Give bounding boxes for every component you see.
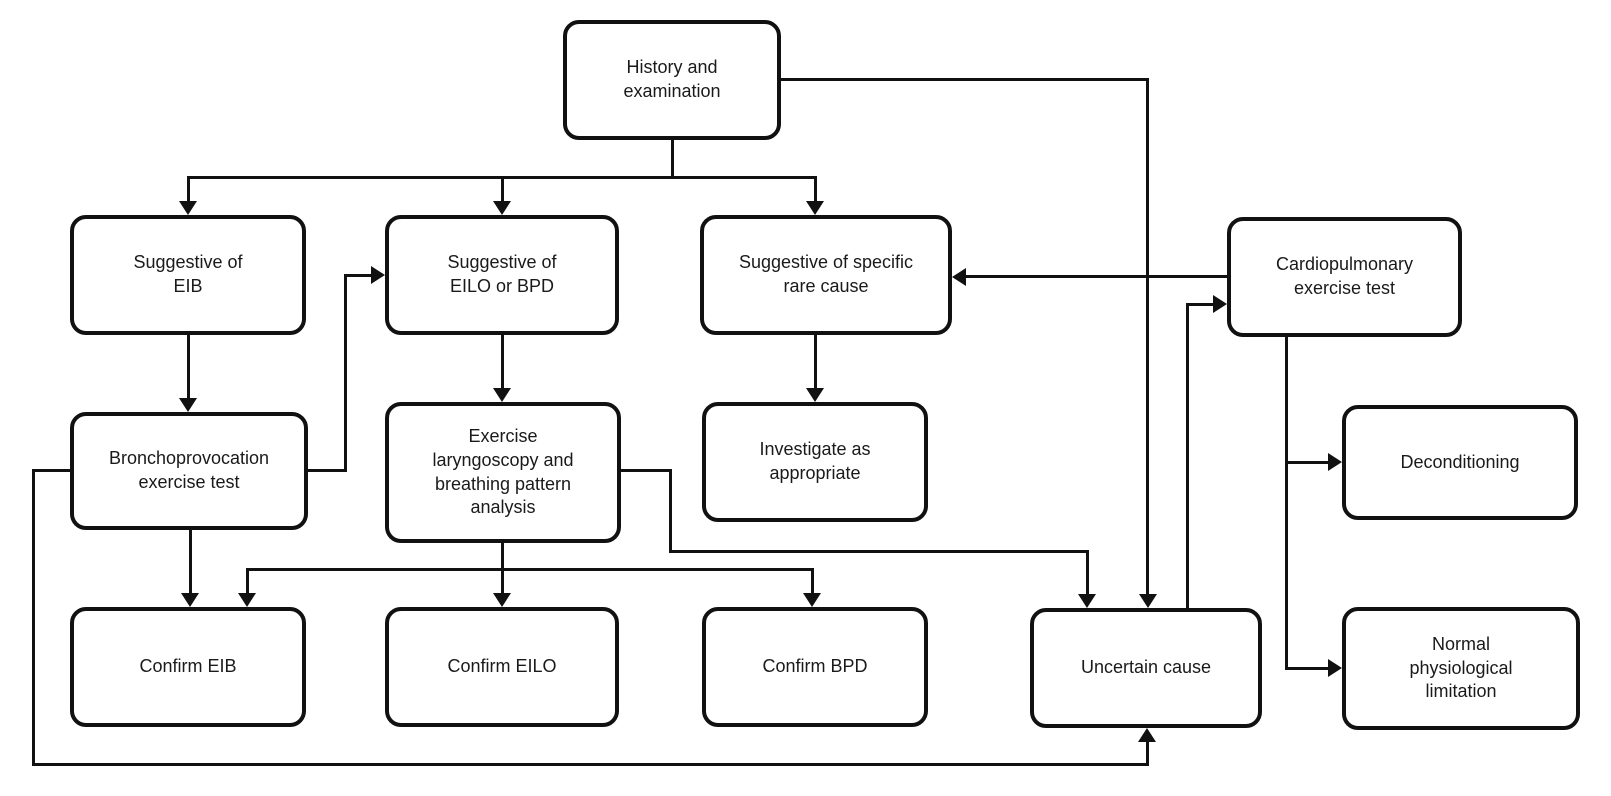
edge-laryngo-right-horizontal xyxy=(621,469,672,472)
node-confirm-eib: Confirm EIB xyxy=(70,607,306,727)
node-suggestive-of-eib: Suggestive of EIB xyxy=(70,215,306,335)
arrowhead-branch-into-confirm-eib xyxy=(238,593,256,607)
edge-laryngo-elbow-vertical xyxy=(669,469,672,553)
edge-history-branch-stub xyxy=(671,140,674,179)
edge-broncho-left-horizontal xyxy=(33,469,72,472)
edge-bottom-feedback-vertical-left xyxy=(32,469,35,766)
edge-bottom-feedback-horizontal xyxy=(32,763,1149,766)
arrowhead-into-sug-eilo-left xyxy=(371,266,385,284)
arrowhead-into-cardio-left xyxy=(1213,295,1227,313)
edge-broncho-feedback-vertical xyxy=(344,275,347,472)
edge-cardio-to-decond-horizontal xyxy=(1285,461,1330,464)
node-uncertain-cause: Uncertain cause xyxy=(1030,608,1262,728)
edge-sug-eilo-to-laryngo xyxy=(501,335,504,388)
edge-confirm-branch-horizontal xyxy=(246,568,814,571)
arrowhead-laryngo-into-confirm-eilo xyxy=(493,593,511,607)
edge-uncertain-up-vertical xyxy=(1186,303,1189,608)
edge-cardio-down-vertical xyxy=(1285,337,1288,670)
arrowhead-history-into-uncertain xyxy=(1139,594,1157,608)
edge-cardio-to-normal-horizontal xyxy=(1285,667,1330,670)
edge-sug-eib-to-broncho xyxy=(187,335,190,398)
node-exercise-laryngoscopy-breathing-pattern-analysis: Exercise laryngoscopy and breathing patt… xyxy=(385,402,621,543)
edge-uncertain-to-cardio-horizontal xyxy=(1186,303,1215,306)
node-bronchoprovocation-exercise-test: Bronchoprovocation exercise test xyxy=(70,412,308,530)
arrowhead-into-sug-eib xyxy=(179,201,197,215)
arrowhead-into-uncertain-bottom xyxy=(1138,728,1156,742)
arrowhead-laryngo-into-uncertain xyxy=(1078,594,1096,608)
edge-bottom-feedback-up-stub xyxy=(1146,740,1149,766)
arrowhead-into-laryngo xyxy=(493,388,511,402)
node-suggestive-of-specific-rare-cause: Suggestive of specific rare cause xyxy=(700,215,952,335)
node-deconditioning: Deconditioning xyxy=(1342,405,1578,520)
edge-branch-to-sug-rare xyxy=(814,176,817,203)
edge-history-right-horizontal xyxy=(781,78,1149,81)
arrowhead-into-sug-rare-right xyxy=(952,268,966,286)
edge-laryngo-to-uncertain-down xyxy=(1086,550,1089,594)
node-history-and-examination: History and examination xyxy=(563,20,781,140)
edge-sug-rare-to-investigate xyxy=(814,335,817,388)
edge-feedback-into-sug-eilo-horizontal xyxy=(344,274,372,277)
arrowhead-into-sug-rare xyxy=(806,201,824,215)
edge-branch-to-confirm-eib xyxy=(246,568,249,593)
edge-branch-to-sug-eilo xyxy=(501,176,504,203)
node-cardiopulmonary-exercise-test: Cardiopulmonary exercise test xyxy=(1227,217,1462,337)
arrowhead-into-normal xyxy=(1328,659,1342,677)
node-confirm-bpd: Confirm BPD xyxy=(702,607,928,727)
arrowhead-into-confirm-bpd xyxy=(803,593,821,607)
node-confirm-eilo: Confirm EILO xyxy=(385,607,619,727)
edge-branch-to-confirm-bpd xyxy=(811,568,814,593)
node-investigate-as-appropriate: Investigate as appropriate xyxy=(702,402,928,522)
node-normal-physiological-limitation: Normal physiological limitation xyxy=(1342,607,1580,730)
node-suggestive-of-eilo-or-bpd: Suggestive of EILO or BPD xyxy=(385,215,619,335)
edge-cardio-to-sug-rare-horizontal xyxy=(964,275,1227,278)
edge-laryngo-to-uncertain-horizontal xyxy=(669,550,1089,553)
edge-branch-to-sug-eib xyxy=(187,176,190,203)
edge-broncho-to-confirm-eib xyxy=(189,530,192,593)
arrowhead-into-broncho xyxy=(179,398,197,412)
arrowhead-broncho-into-confirm-eib xyxy=(181,593,199,607)
edge-history-down-vertical xyxy=(1146,78,1149,594)
arrowhead-into-sug-eilo xyxy=(493,201,511,215)
arrowhead-into-investigate xyxy=(806,388,824,402)
edge-broncho-right-horizontal xyxy=(306,469,346,472)
arrowhead-into-decond xyxy=(1328,453,1342,471)
